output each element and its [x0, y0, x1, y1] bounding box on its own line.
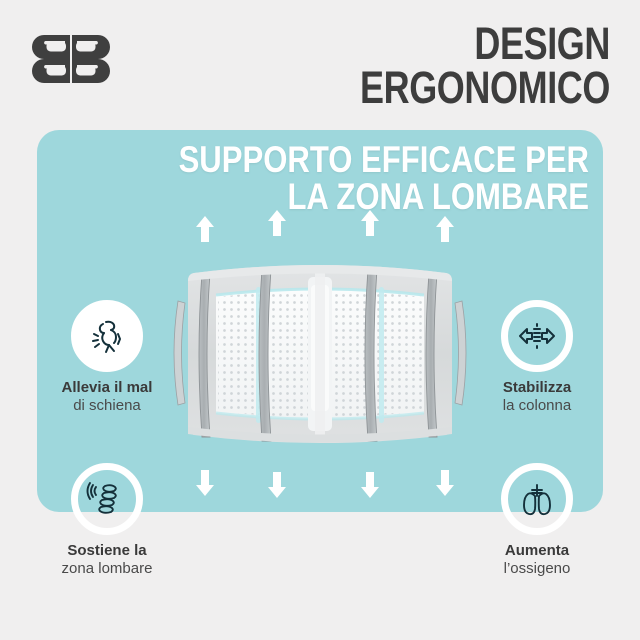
badge-label: Allevia il mal di schiena: [36, 379, 178, 414]
badge-label-line1: Sostiene la: [67, 542, 147, 559]
spine-compression-arrows-icon: [519, 323, 555, 349]
arrow-up-icon: [267, 210, 287, 236]
badge-ring: [501, 463, 573, 535]
badge-label: Aumenta l’ossigeno: [466, 542, 608, 577]
badge-allevia-il-mal-di-schiena[interactable]: Allevia il mal di schiena: [36, 300, 178, 414]
badge-label-line2: di schiena: [73, 396, 141, 414]
badge-stabilizza-la-colonna[interactable]: Stabilizza la colonna: [466, 300, 608, 414]
badge-aumenta-l-ossigeno[interactable]: Aumenta l’ossigeno: [466, 463, 608, 577]
badge-label-line1: Stabilizza: [502, 379, 572, 396]
arrow-down-icon: [267, 472, 287, 498]
badge-label-line1: Aumenta: [504, 542, 570, 559]
arrow-up-icon: [195, 216, 215, 242]
back-pain-icon: [92, 320, 121, 353]
badge-label-line1: Allevia il mal: [61, 379, 153, 396]
arrow-up-icon: [435, 216, 455, 242]
arrow-down-icon: [195, 470, 215, 496]
arrow-up-icon: [360, 210, 380, 236]
badge-label: Stabilizza la colonna: [466, 379, 608, 414]
arrow-down-icon: [435, 470, 455, 496]
badge-label-line2: la colonna: [502, 396, 572, 414]
lungs-icon: [523, 484, 551, 516]
badge-label-line2: zona lombare: [61, 559, 153, 577]
badge-ring: [71, 463, 143, 535]
badge-ring: [71, 300, 143, 372]
badge-sostiene-la-zona-lombare[interactable]: Sostiene la zona lombare: [36, 463, 178, 577]
arrow-down-icon: [360, 472, 380, 498]
badge-label: Sostiene la zona lombare: [36, 542, 178, 577]
headline: SUPPORTO EFFICACE PER LA ZONA LOMBARE: [178, 139, 589, 217]
vertebrae-stack-icon: [86, 482, 117, 514]
badge-ring: [501, 300, 573, 372]
badge-label-line2: l’ossigeno: [503, 559, 571, 577]
bb-monogram-logo: [30, 33, 112, 85]
page-title: DESIGN ERGONOMICO: [359, 18, 610, 113]
lumbar-support-belt-image: [172, 243, 468, 465]
